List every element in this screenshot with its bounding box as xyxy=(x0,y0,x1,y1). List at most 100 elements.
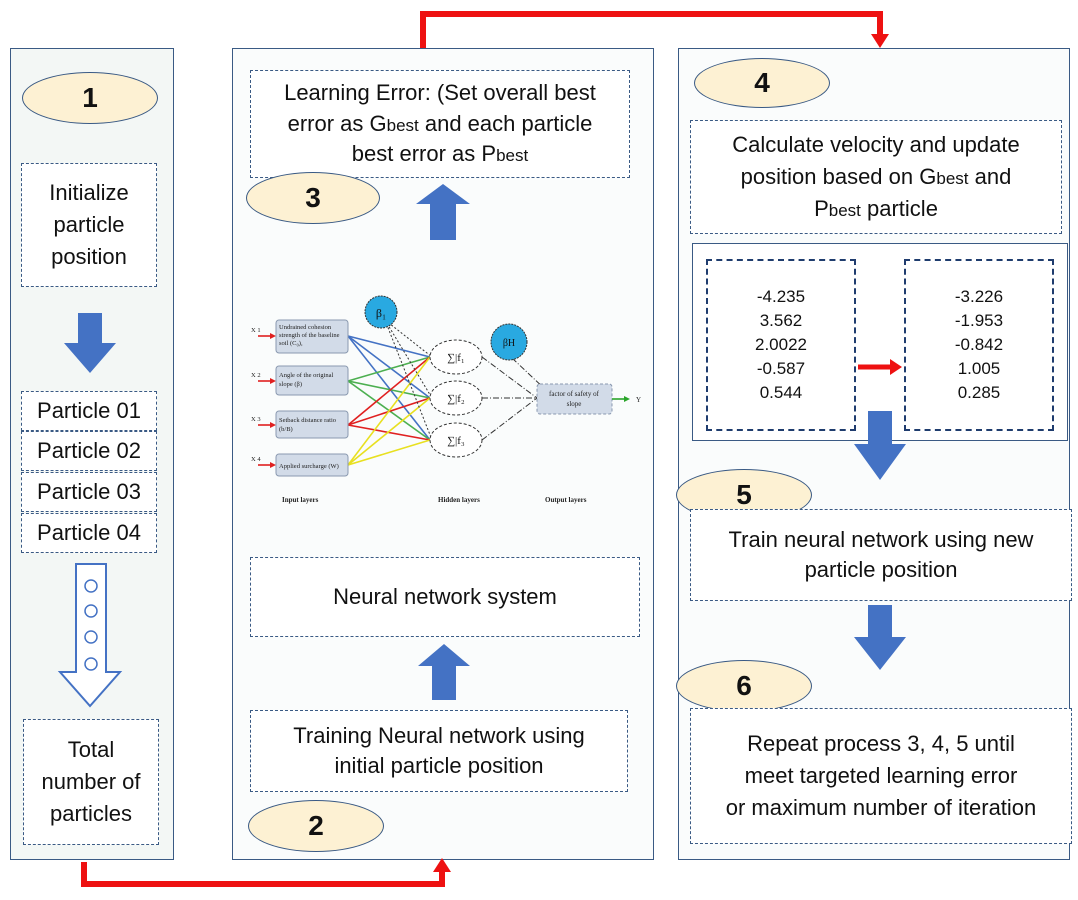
repeat-line-2: meet targeted learning error xyxy=(744,763,1018,789)
output-layers-label: Output layers xyxy=(545,496,587,504)
train-new-position-box: Train neural network using new particle … xyxy=(690,509,1072,601)
step-4-label: 4 xyxy=(754,67,770,98)
repeat-process-box: Repeat process 3, 4, 5 until meet target… xyxy=(690,708,1072,844)
new-value-2: -1.953 xyxy=(954,310,1004,330)
input1-line2: strength of the baseline xyxy=(279,332,340,339)
learning-error-line-2: error as Gbest and each particle xyxy=(288,109,593,140)
betaH-label: βH xyxy=(503,338,515,349)
step-1-ellipse: 1 xyxy=(22,72,158,124)
new-value-4: 1.005 xyxy=(957,359,1001,379)
learning-error-pbest-sub: best xyxy=(496,146,529,166)
total-particles-box: Total number of particles xyxy=(23,719,159,845)
old-value-1: -4.235 xyxy=(756,286,806,306)
hidden-f3-label: ∑|f₃ xyxy=(447,435,465,447)
calc-line-2: position based on Gbest and xyxy=(741,161,1012,193)
repeat-line-1: Repeat process 3, 4, 5 until xyxy=(747,731,1015,757)
input-arrowheads xyxy=(270,333,276,468)
red-connector-top xyxy=(420,11,883,48)
step-3-label: 3 xyxy=(305,182,321,213)
conn-4-1 xyxy=(347,356,431,466)
input-hidden-connections xyxy=(347,335,431,466)
input2-line2: slope (β) xyxy=(279,381,302,388)
calc-line-2a: position based on G xyxy=(740,164,937,190)
hidden-f2-label: ∑|f₂ xyxy=(447,393,465,405)
conn-2-2 xyxy=(347,380,431,399)
train-line-2: particle position xyxy=(804,557,958,582)
conn-4-3 xyxy=(347,439,431,466)
input-layers-label: Input layers xyxy=(282,496,319,504)
new-value-5: 0.285 xyxy=(957,383,1001,403)
initialize-line-3: position xyxy=(51,243,127,269)
beta1-links xyxy=(384,319,433,441)
input4-label: Applied surcharge (W) xyxy=(279,463,339,470)
calc-line-2c: and xyxy=(968,164,1012,190)
output-line1: factor of safety of xyxy=(549,390,600,398)
step-4-ellipse: 4 xyxy=(694,58,830,108)
old-value-2: 3.562 xyxy=(759,310,803,330)
step-1-label: 1 xyxy=(82,82,98,113)
initialize-line-1: Initialize xyxy=(49,180,129,206)
x4-label: X 4 xyxy=(251,456,261,463)
value-update-arrowhead xyxy=(890,359,902,375)
beta1-label: β₁ xyxy=(376,306,386,320)
learning-error-line-2-rest: and each particle xyxy=(418,110,593,136)
initialize-particle-box: Initialize particle position xyxy=(21,163,157,287)
initialize-line-2: particle xyxy=(53,212,125,238)
particle-04-label: Particle 04 xyxy=(37,520,141,546)
particle-01-box: Particle 01 xyxy=(21,391,157,431)
learning-error-gtext: error as G xyxy=(287,110,387,136)
red-connector-bottom xyxy=(81,862,445,887)
input1-line1: Undrained cohesion xyxy=(279,324,332,331)
calc-line-3: Pbest particle xyxy=(814,193,938,225)
input1-line3: soil (C₀), xyxy=(279,340,303,347)
down-arrow-to-repeat xyxy=(854,605,906,670)
total-line-2: number of xyxy=(41,769,141,795)
down-arrow-to-train xyxy=(854,411,906,480)
calc-gbest-sub: best xyxy=(936,169,969,189)
old-value-5: 0.544 xyxy=(759,383,803,403)
x1-label: X 1 xyxy=(251,327,261,334)
new-value-3: -0.842 xyxy=(954,334,1004,354)
old-position-box: -4.235 3.562 2.0022 -0.587 0.544 xyxy=(706,259,856,431)
old-value-3: 2.0022 xyxy=(755,334,807,354)
calculate-velocity-box: Calculate velocity and update position b… xyxy=(690,120,1062,234)
conn-3-1 xyxy=(347,356,431,426)
up-arrow-to-learning-error xyxy=(416,184,470,240)
input2-line1: Angle of the original xyxy=(279,372,334,379)
hidden-nodes xyxy=(429,339,483,458)
particle-01-label: Particle 01 xyxy=(37,398,141,424)
calc-line-3c: particle xyxy=(860,195,938,221)
calc-pbest-sub: best xyxy=(828,200,861,220)
training-line-2: initial particle position xyxy=(334,753,544,778)
input-boxes xyxy=(275,319,349,477)
calc-line-1: Calculate velocity and update xyxy=(732,132,1020,158)
input3-line1: Setback distance ratio xyxy=(279,417,336,424)
red-connector-top-head xyxy=(871,34,889,48)
output-line2: slope xyxy=(567,400,582,408)
input3-line2: (b/B) xyxy=(279,426,293,433)
y-label: Y xyxy=(636,396,641,404)
conn-1-3 xyxy=(347,335,431,441)
learning-error-line-3: best error as Pbest xyxy=(352,139,528,170)
training-line-1: Training Neural network using xyxy=(293,723,585,749)
x3-label: X 3 xyxy=(251,416,261,423)
step-2-label: 2 xyxy=(308,810,324,841)
training-box: Training Neural network using initial pa… xyxy=(250,710,628,792)
hidden-layers-label: Hidden layers xyxy=(438,496,480,504)
particle-02-label: Particle 02 xyxy=(37,438,141,464)
particle-02-box: Particle 02 xyxy=(21,431,157,471)
step-5-label: 5 xyxy=(736,479,752,510)
particle-04-box: Particle 04 xyxy=(21,513,157,553)
repeat-line-3: or maximum number of iteration xyxy=(725,794,1037,820)
new-value-1: -3.226 xyxy=(954,286,1004,306)
learning-error-box: Learning Error: (Set overall best error … xyxy=(250,70,630,178)
red-connector-bottom-head xyxy=(433,858,451,872)
particle-03-label: Particle 03 xyxy=(37,479,141,505)
step-6-label: 6 xyxy=(736,670,752,701)
calc-line-3a: P xyxy=(814,195,829,221)
step-6-ellipse: 6 xyxy=(676,660,812,712)
neural-network-system-label: Neural network system xyxy=(333,584,557,610)
total-line-1: Total xyxy=(67,737,115,763)
